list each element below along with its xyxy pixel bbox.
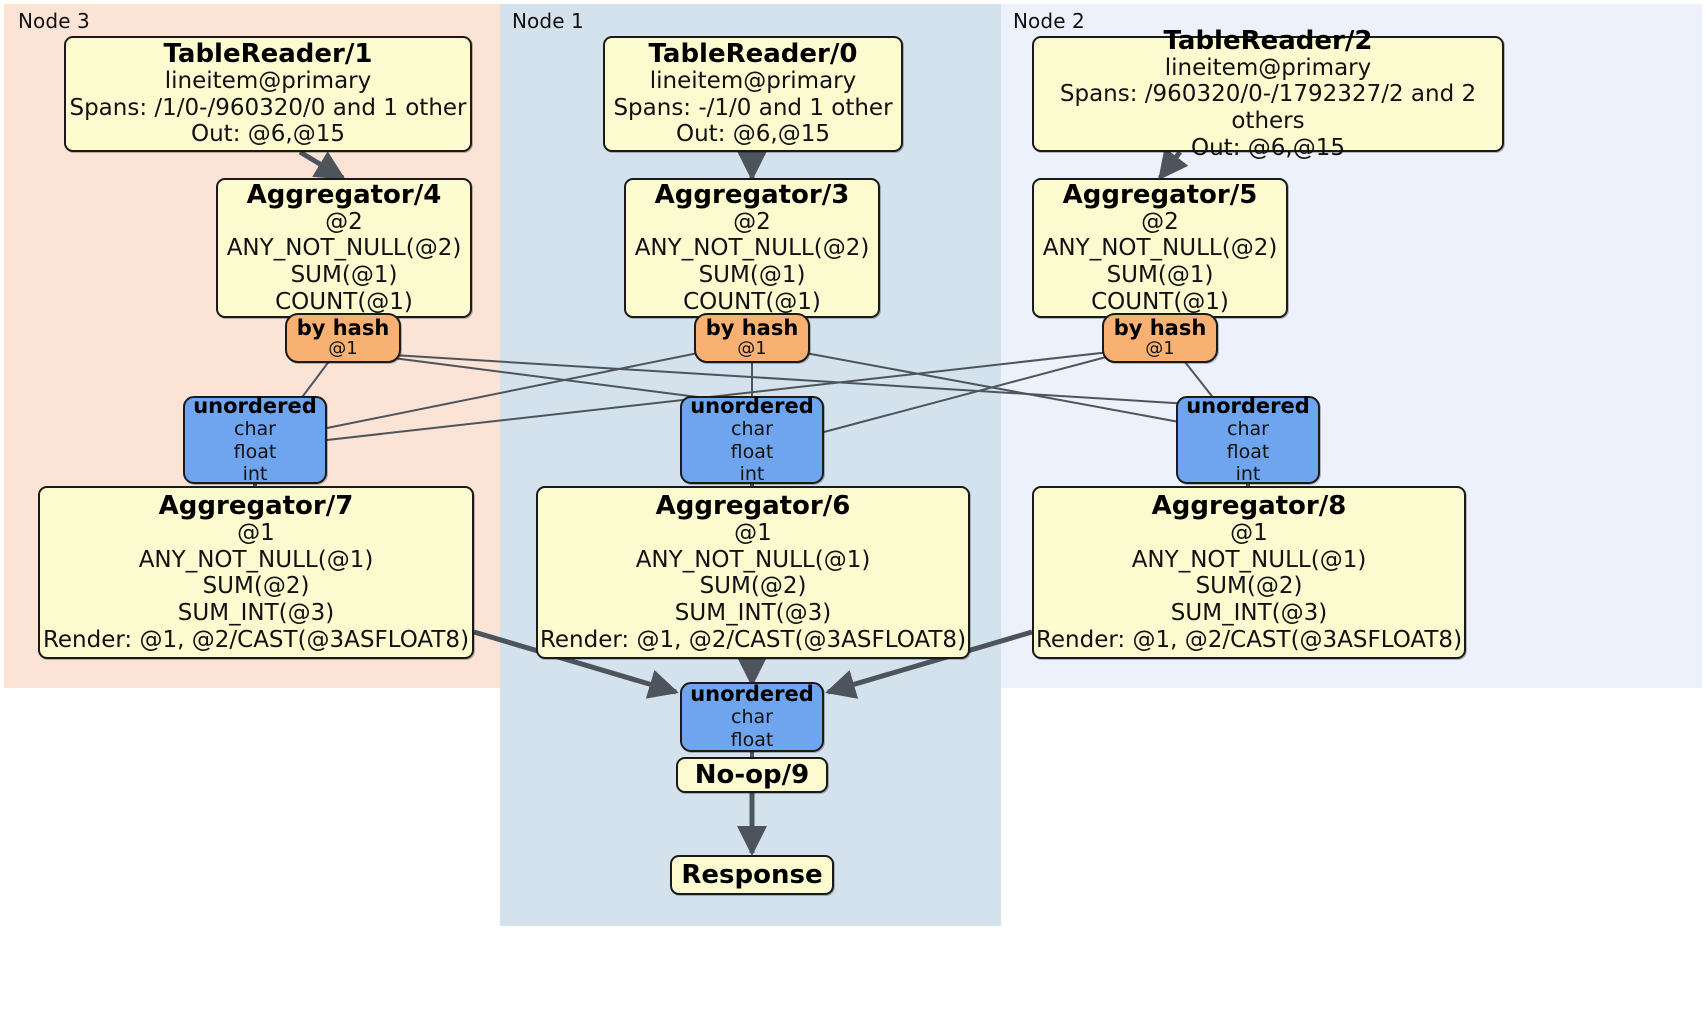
node-line: SUM(@1)	[290, 262, 398, 289]
processor-aggregator-4[interactable]: Aggregator/4 @2 ANY_NOT_NULL(@2) SUM(@1)…	[216, 178, 472, 318]
node-line: Render: @1, @2/CAST(@3ASFLOAT8)	[1035, 626, 1463, 653]
node-response[interactable]: Response	[670, 855, 834, 895]
region-label-node-2: Node 2	[1013, 9, 1085, 33]
processor-no-op-9[interactable]: No-op/9	[676, 757, 828, 793]
node-title: Aggregator/7	[158, 490, 354, 521]
node-line: SUM_INT(@3)	[1170, 599, 1328, 626]
node-line: SUM_INT(@3)	[177, 599, 335, 626]
node-line: @1	[237, 519, 275, 546]
node-title: TableReader/2	[1163, 25, 1373, 56]
node-line: Spans: -/1/0 and 1 other	[613, 94, 893, 121]
node-title: Aggregator/8	[1151, 490, 1347, 521]
processor-aggregator-3[interactable]: Aggregator/3 @2 ANY_NOT_NULL(@2) SUM(@1)…	[624, 178, 880, 318]
synchronizer-unordered-right[interactable]: unordered char float int	[1176, 393, 1320, 485]
node-title: Aggregator/3	[654, 179, 850, 210]
processor-aggregator-6[interactable]: Aggregator/6 @1 ANY_NOT_NULL(@1) SUM(@2)…	[536, 486, 970, 659]
node-line: Render: @1, @2/CAST(@3ASFLOAT8)	[42, 626, 470, 653]
node-line: SUM(@1)	[698, 262, 806, 289]
sync-line: char	[731, 706, 773, 729]
node-line: @2	[733, 208, 771, 235]
node-title: Aggregator/5	[1062, 179, 1258, 210]
router-by-hash-center[interactable]: by hash @1	[694, 313, 810, 363]
sync-title: unordered	[193, 393, 317, 418]
node-line: Out: @6,@15	[191, 121, 345, 148]
router-line: @1	[737, 338, 767, 360]
node-line: ANY_NOT_NULL(@1)	[138, 546, 374, 573]
node-line: SUM(@2)	[1195, 573, 1303, 600]
node-line: Render: @1, @2/CAST(@3ASFLOAT8)	[539, 626, 967, 653]
sync-line: int	[1235, 462, 1261, 485]
node-line: lineitem@primary	[164, 68, 372, 95]
sync-title: unordered	[690, 393, 814, 418]
sync-line: int	[242, 462, 268, 485]
node-line: Spans: /960320/0-/1792327/2 and 2 others	[1059, 81, 1477, 135]
processor-aggregator-8[interactable]: Aggregator/8 @1 ANY_NOT_NULL(@1) SUM(@2)…	[1032, 486, 1466, 659]
sync-title: unordered	[690, 681, 814, 706]
synchronizer-unordered-center[interactable]: unordered char float int	[680, 393, 824, 485]
node-line: ANY_NOT_NULL(@1)	[635, 546, 871, 573]
node-line: @2	[325, 208, 363, 235]
sync-line: float	[1226, 440, 1270, 463]
node-line: ANY_NOT_NULL(@2)	[1042, 235, 1278, 262]
node-title: No-op/9	[694, 759, 810, 790]
sync-title: unordered	[1186, 393, 1310, 418]
node-line: COUNT(@1)	[275, 288, 413, 315]
router-title: by hash	[296, 316, 390, 341]
sync-line: char	[1227, 418, 1269, 441]
node-line: @1	[734, 519, 772, 546]
node-line: COUNT(@1)	[683, 288, 821, 315]
node-line: ANY_NOT_NULL(@2)	[634, 235, 870, 262]
node-title: Aggregator/6	[655, 490, 851, 521]
sync-line: float	[730, 728, 774, 751]
sync-line: float	[233, 440, 277, 463]
router-title: by hash	[1113, 316, 1207, 341]
router-by-hash-right[interactable]: by hash @1	[1102, 313, 1218, 363]
node-line: ANY_NOT_NULL(@1)	[1131, 546, 1367, 573]
synchronizer-unordered-final[interactable]: unordered char float	[680, 682, 824, 752]
node-line: Spans: /1/0-/960320/0 and 1 other	[69, 94, 467, 121]
node-title: Aggregator/4	[246, 179, 442, 210]
processor-tablereader-0[interactable]: TableReader/0 lineitem@primary Spans: -/…	[603, 36, 903, 152]
node-line: SUM_INT(@3)	[674, 599, 832, 626]
node-line: @1	[1230, 519, 1268, 546]
router-line: @1	[328, 338, 358, 360]
region-label-node-3: Node 3	[18, 9, 90, 33]
processor-tablereader-2[interactable]: TableReader/2 lineitem@primary Spans: /9…	[1032, 27, 1504, 161]
router-line: @1	[1145, 338, 1175, 360]
node-line: SUM(@2)	[699, 573, 807, 600]
node-line: lineitem@primary	[649, 68, 857, 95]
node-line: ANY_NOT_NULL(@2)	[226, 235, 462, 262]
node-title: Response	[681, 859, 823, 890]
sync-line: int	[739, 462, 765, 485]
node-line: @2	[1141, 208, 1179, 235]
node-title: TableReader/0	[648, 38, 858, 69]
sync-line: char	[731, 418, 773, 441]
node-line: SUM(@1)	[1106, 262, 1214, 289]
processor-aggregator-7[interactable]: Aggregator/7 @1 ANY_NOT_NULL(@1) SUM(@2)…	[38, 486, 474, 659]
node-line: lineitem@primary	[1164, 54, 1372, 81]
node-line: COUNT(@1)	[1091, 288, 1229, 315]
region-label-node-1: Node 1	[512, 9, 584, 33]
sync-line: float	[730, 440, 774, 463]
router-by-hash-left[interactable]: by hash @1	[285, 313, 401, 363]
sync-line: char	[234, 418, 276, 441]
node-line: Out: @6,@15	[1191, 134, 1345, 161]
router-title: by hash	[705, 316, 799, 341]
synchronizer-unordered-left[interactable]: unordered char float int	[183, 393, 327, 485]
processor-aggregator-5[interactable]: Aggregator/5 @2 ANY_NOT_NULL(@2) SUM(@1)…	[1032, 178, 1288, 318]
processor-tablereader-1[interactable]: TableReader/1 lineitem@primary Spans: /1…	[64, 36, 472, 152]
node-line: SUM(@2)	[202, 573, 310, 600]
node-title: TableReader/1	[163, 38, 373, 69]
node-line: Out: @6,@15	[676, 121, 830, 148]
